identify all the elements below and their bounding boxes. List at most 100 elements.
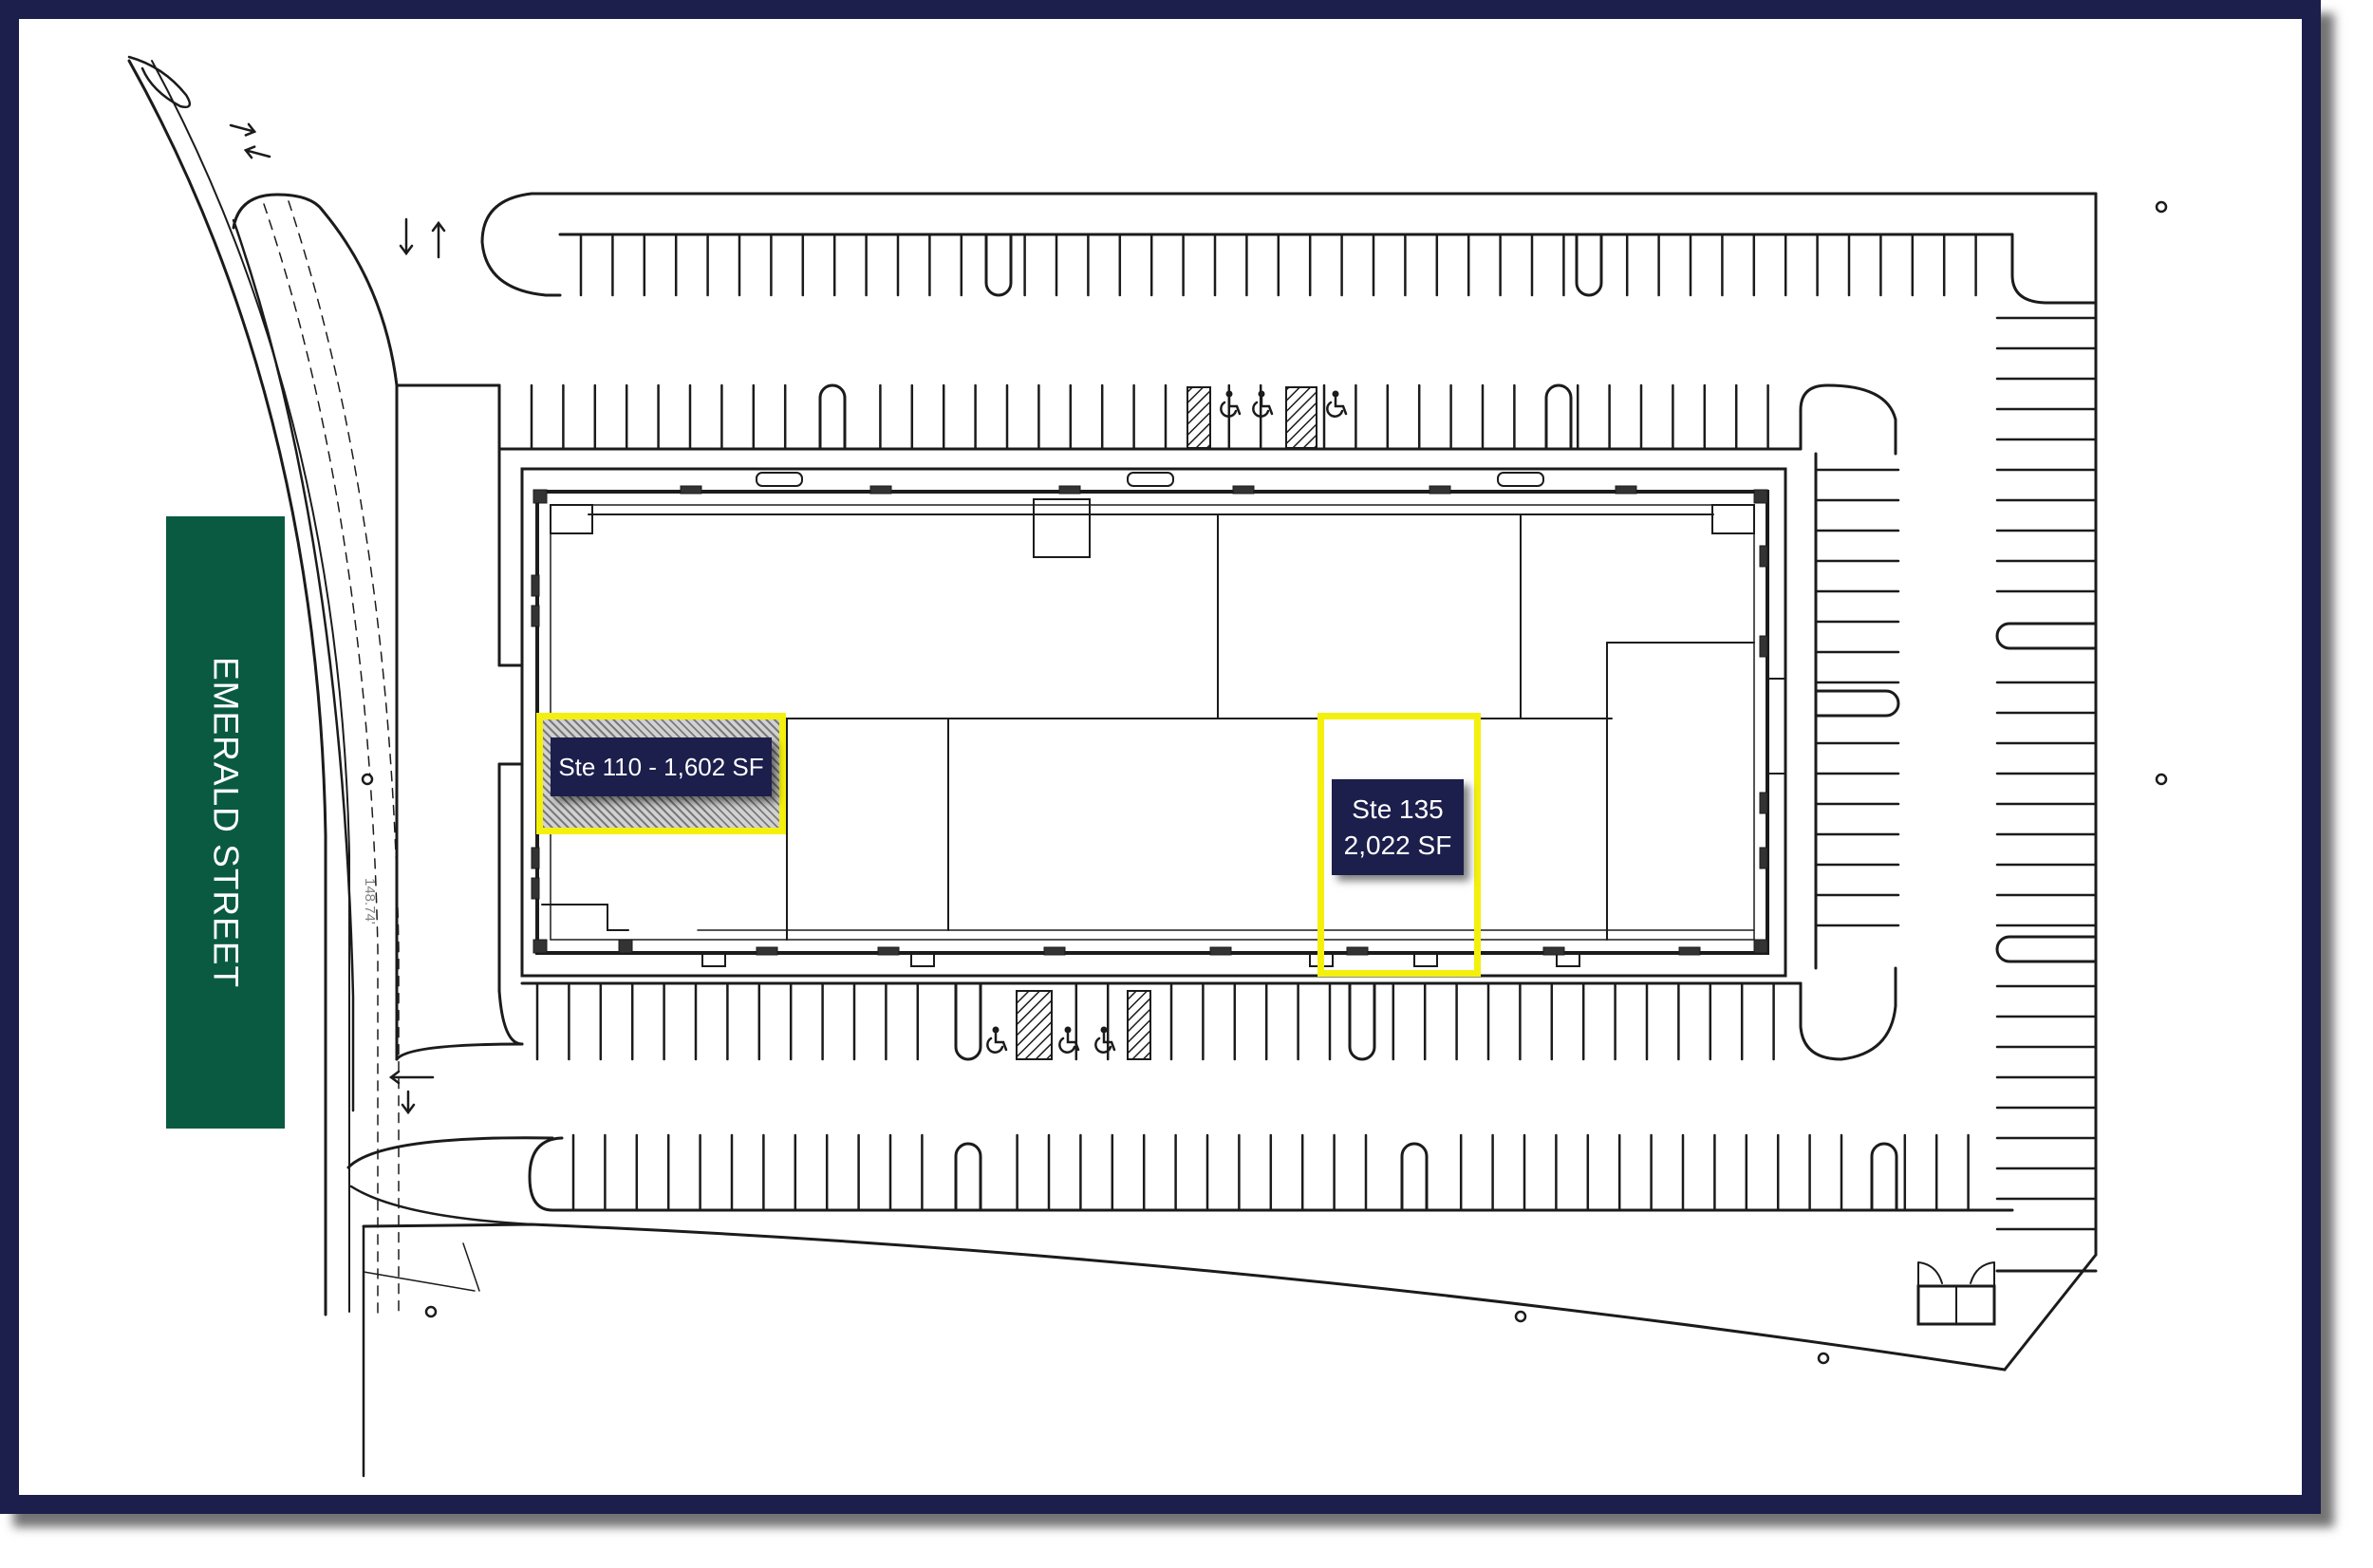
electrical-panel-icon	[1759, 635, 1768, 658]
electrical-panel-icon	[531, 574, 540, 597]
parking-island	[1799, 966, 1897, 1061]
entry-door	[1413, 952, 1438, 967]
sidewalk-planter	[1127, 472, 1174, 487]
traffic-arrow-head	[431, 220, 446, 233]
parking-island	[818, 383, 847, 451]
electrical-panel-icon	[531, 847, 540, 869]
driveway-edge	[349, 1185, 533, 1226]
road-edge-east	[321, 209, 399, 1061]
trash-enclosure-icon	[1916, 1261, 1996, 1326]
parking-island	[1995, 622, 2098, 650]
wheelchair-icon-body	[1066, 1032, 1080, 1052]
road-median-nose	[232, 193, 325, 230]
parking-island	[2010, 233, 2098, 305]
parking-island	[1348, 981, 1376, 1061]
wheelchair-icon-head	[992, 1026, 1000, 1034]
entry-door	[701, 952, 726, 967]
traffic-arrow-head	[243, 145, 256, 159]
interior-room	[1711, 504, 1755, 534]
electrical-panel-icon	[1759, 792, 1768, 814]
electrical-panel-icon	[1346, 946, 1369, 956]
suite-135-highlight[interactable]	[1317, 713, 1481, 977]
parking-island	[1799, 383, 1897, 456]
traffic-arrow-shaft	[229, 123, 256, 133]
electrical-panel-icon	[1232, 485, 1255, 495]
wheelchair-icon-wheel	[1220, 401, 1238, 418]
wheelchair-icon-head	[1100, 1026, 1108, 1034]
light-pole-icon	[2155, 773, 2168, 786]
traffic-arrow-icon	[401, 1090, 416, 1115]
light-pole-icon	[424, 1305, 438, 1318]
wheelchair-icon-body	[1334, 396, 1348, 416]
light-pole-icon	[2155, 200, 2168, 214]
road-curb-return	[127, 55, 192, 108]
suite-110-label[interactable]: Ste 110 - 1,602 SF	[551, 737, 772, 796]
electrical-panel-icon	[1429, 485, 1451, 495]
accessible-stall-hatch	[1186, 386, 1211, 449]
wheelchair-icon-wheel	[1326, 401, 1344, 418]
entry-door	[910, 952, 935, 967]
electrical-panel-icon	[531, 605, 540, 627]
light-pole-icon	[1514, 1310, 1527, 1323]
wheelchair-icon-head	[1258, 390, 1265, 398]
wheelchair-icon-wheel	[986, 1036, 1004, 1054]
light-pole-icon	[361, 773, 374, 786]
lot-dimension-label: 148.74'	[362, 878, 378, 924]
electrical-panel-icon	[1209, 946, 1232, 956]
road-curb-line	[151, 60, 350, 1313]
parking-island	[984, 233, 1013, 297]
street-name-banner: EMERALD STREET	[166, 516, 285, 1129]
road-lane-line	[288, 200, 400, 1316]
wheelchair-icon-wheel	[1058, 1036, 1076, 1054]
road-lane-line	[263, 203, 379, 1316]
property-line-tick	[363, 1271, 476, 1292]
suite-135-area: 2,022 SF	[1343, 830, 1452, 860]
wheelchair-icon-wheel	[1094, 1036, 1112, 1054]
wheelchair-icon-head	[1225, 390, 1233, 398]
traffic-arrow-icon	[229, 122, 257, 137]
interior-wall	[541, 904, 629, 931]
wheelchair-icon-head	[1332, 390, 1339, 398]
traffic-arrow-head	[244, 122, 257, 137]
driveway-edge	[346, 1136, 554, 1169]
electrical-panel-icon	[533, 489, 548, 504]
electrical-panel-icon	[533, 939, 548, 954]
traffic-arrow-head	[399, 244, 414, 256]
electrical-panel-icon	[1753, 489, 1768, 504]
parking-island	[1400, 1142, 1429, 1212]
parking-curb	[497, 989, 524, 1046]
sidewalk-planter	[1497, 472, 1544, 487]
traffic-arrow-head	[401, 1103, 416, 1115]
wheelchair-icon	[1058, 1026, 1080, 1054]
electrical-panel-icon	[680, 485, 702, 495]
street-name: EMERALD STREET	[206, 656, 246, 989]
road-median-edge	[232, 218, 355, 1112]
wheelchair-icon-body	[1102, 1032, 1116, 1052]
electrical-panel-icon	[1058, 485, 1081, 495]
parking-island	[480, 192, 562, 297]
wheelchair-icon-wheel	[1252, 401, 1270, 418]
trash-enclosure-door	[1917, 1261, 1943, 1287]
suite-135-label[interactable]: Ste 135 2,022 SF	[1332, 779, 1464, 875]
navy-frame	[0, 0, 2321, 1514]
interior-room	[1033, 498, 1091, 558]
light-pole-icon	[1817, 1352, 1830, 1365]
parking-island	[1544, 383, 1573, 451]
parking-island	[1870, 1142, 1898, 1212]
accessible-stall-hatch	[1285, 386, 1317, 449]
parking-island	[1814, 689, 1900, 718]
parking-island	[954, 1142, 982, 1212]
parking-island	[528, 1136, 564, 1212]
electrical-panel-icon	[1043, 946, 1066, 956]
accessible-stall-hatch	[1127, 990, 1151, 1060]
trash-enclosure-door	[1970, 1261, 1995, 1287]
property-line	[2003, 192, 2098, 1372]
traffic-arrow-icon	[243, 145, 271, 159]
property-line	[362, 1223, 2007, 1372]
entry-door	[1556, 952, 1580, 967]
traffic-arrow-icon	[388, 1070, 435, 1085]
electrical-panel-icon	[1615, 485, 1637, 495]
interior-room	[550, 504, 593, 534]
property-line-tick	[462, 1242, 480, 1292]
